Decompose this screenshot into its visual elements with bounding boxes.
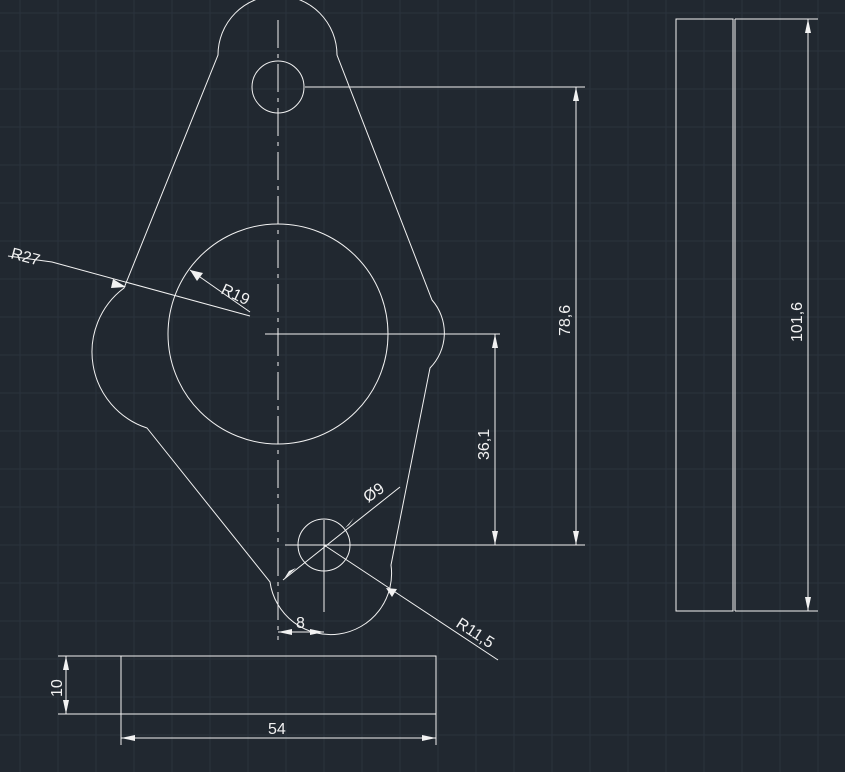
dim-36-1-arrow-bottom [492,531,498,545]
r19-arrow [190,270,203,281]
r27-leader [7,255,251,317]
dimension-dia9: Ø9 [361,480,388,506]
dim-8-arrow-right [310,629,324,635]
r11-5-arrow [386,588,397,597]
dimension-r27: R27 [9,245,42,269]
bottom-view: 10 54 [49,655,437,745]
r27-arrow [111,279,126,288]
dim-54-arrow-right [422,735,436,741]
part-outline [91,0,445,636]
dimension-36-1: 36,1 [476,429,493,460]
dia9-arrow-lower [284,568,296,579]
side-view-rectangle [675,18,734,612]
dim-101-6-arrow-bottom [805,597,811,611]
dia9-leader [282,486,401,581]
dim-78-6-arrow-bottom [573,531,579,545]
dim-36-1-arrow-top [492,334,498,348]
dim-8-arrow-left [278,629,292,635]
dim-78-6-arrow-top [573,87,579,101]
dimension-78-6: 78,6 [557,305,574,336]
dimension-10: 10 [49,679,66,697]
dim-54-arrow-left [121,735,135,741]
bottom-view-rectangle [120,655,437,715]
dim-10-arrow-bottom [63,700,69,714]
r11-5-leader [323,544,499,661]
dim-101-6-arrow-top [805,19,811,33]
dimension-8: 8 [296,615,305,632]
dia9-arrow-upper [345,518,354,528]
dimension-r19: R19 [218,281,252,309]
side-view: 101,6 [675,18,818,612]
dimension-54: 54 [268,721,286,738]
dimension-101-6: 101,6 [789,302,806,342]
dim-10-arrow-top [63,656,69,670]
front-view: R27 R19 Ø9 R11,5 36,1 78,6 8 [7,0,585,661]
